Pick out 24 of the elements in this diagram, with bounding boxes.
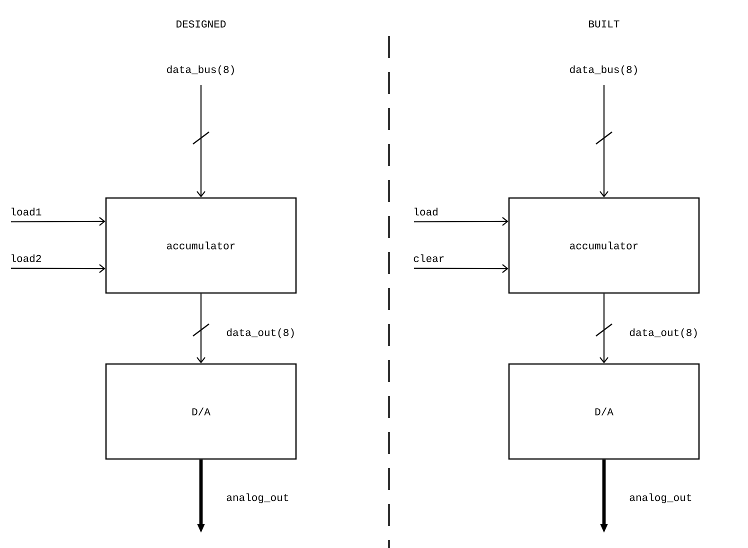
signal-label: analog_out xyxy=(630,493,692,504)
block-box: accumulator xyxy=(508,197,700,294)
arrow xyxy=(414,264,508,274)
signal-label: load1 xyxy=(12,208,42,216)
signal-label: data_out(8) xyxy=(630,328,697,338)
signal-label: analog_out xyxy=(226,493,288,504)
signal-label: data_out(8) xyxy=(226,328,294,338)
signal-label: data_bus(8) xyxy=(570,65,637,76)
block-box: D/A xyxy=(508,363,700,460)
arrow xyxy=(11,264,106,274)
arrow xyxy=(600,294,608,364)
block-box: accumulator xyxy=(105,197,297,294)
heading: DESIGNED xyxy=(176,20,226,28)
signal-label: load xyxy=(414,208,438,216)
heading: BUILT xyxy=(589,20,620,28)
arrow xyxy=(196,294,206,364)
arrow xyxy=(11,217,106,226)
arrow xyxy=(600,85,608,198)
block-box: D/A xyxy=(105,363,297,460)
arrow xyxy=(414,217,508,226)
signal-label: data_bus(8) xyxy=(167,65,234,76)
signal-label: load2 xyxy=(12,254,41,262)
signal-label: clear xyxy=(414,254,444,262)
arrow xyxy=(196,85,206,198)
